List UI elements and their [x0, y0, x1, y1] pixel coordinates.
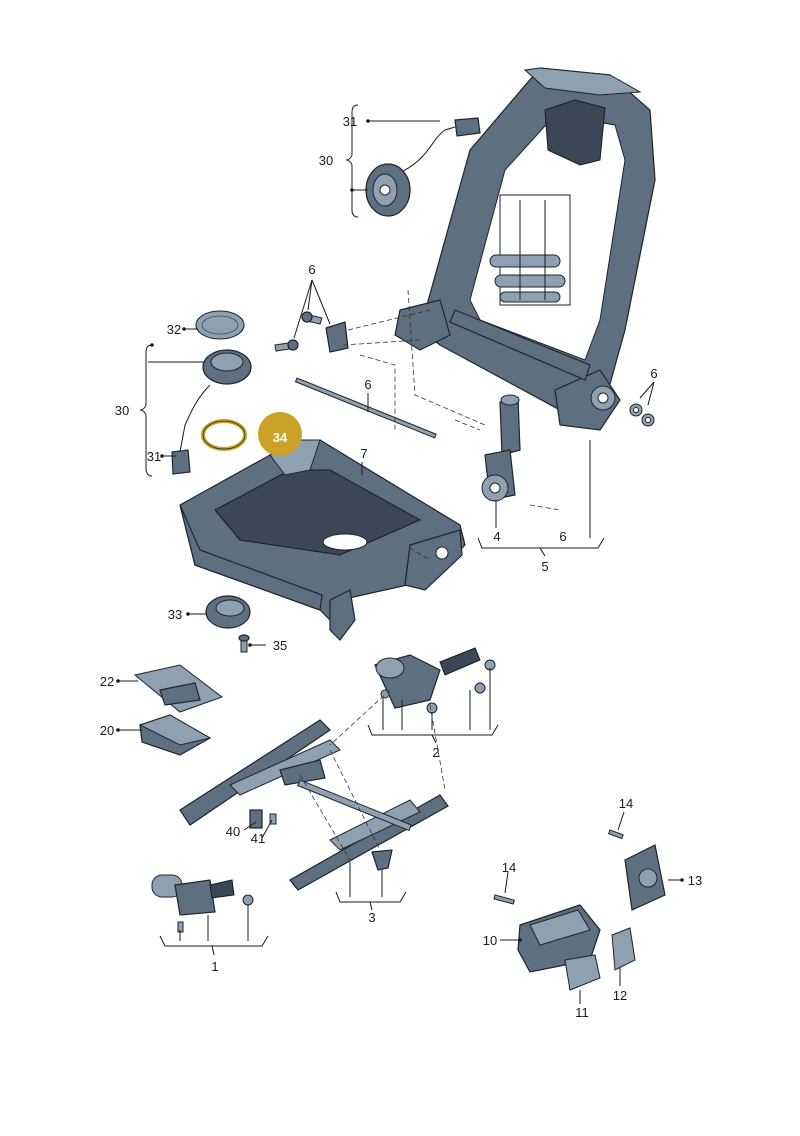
callout-30-left: 30 — [115, 403, 129, 418]
callout-41: 41 — [251, 831, 265, 846]
callout-33: 33 — [168, 607, 182, 622]
callout-30-top: 30 — [319, 153, 333, 168]
highlight-badge-34: 34 — [258, 412, 302, 456]
screw-set-upper — [274, 311, 437, 439]
switch-module-13 — [624, 844, 666, 911]
leader-lines — [116, 104, 684, 1004]
bolt-35 — [238, 634, 250, 653]
small-parts-40-41 — [249, 809, 277, 829]
switch-cap-11 — [564, 954, 601, 991]
callout-13: 13 — [688, 873, 702, 888]
assembly-dash-lines — [299, 289, 561, 861]
callout-6-screws: 6 — [308, 262, 315, 277]
callout-3: 3 — [368, 910, 375, 925]
callout-6-nuts: 6 — [650, 366, 657, 381]
callout-4: 4 — [493, 529, 500, 544]
callout-35: 35 — [273, 638, 287, 653]
ring-gasket — [201, 419, 247, 451]
callout-31-top: 31 — [343, 114, 357, 129]
callout-40: 40 — [226, 824, 240, 839]
callout-11: 11 — [575, 1005, 589, 1020]
badge-label: 34 — [273, 430, 288, 445]
motor-assembly-2 — [374, 647, 496, 714]
callout-31-left: 31 — [147, 449, 161, 464]
callout-32: 32 — [167, 322, 181, 337]
control-unit-20 — [138, 714, 212, 756]
callout-6-rod: 6 — [364, 377, 371, 392]
screw-14-lower — [493, 894, 515, 905]
callout-20: 20 — [100, 723, 114, 738]
seat-back-frame — [394, 67, 656, 431]
nut-pair — [629, 403, 655, 427]
callout-1: 1 — [211, 959, 218, 974]
callout-6-bracket: 6 — [559, 529, 566, 544]
cable-holder — [205, 595, 251, 629]
motor-cover — [195, 310, 245, 340]
callout-14-lower: 14 — [502, 860, 516, 875]
callout-2: 2 — [432, 745, 439, 760]
callout-5: 5 — [541, 559, 548, 574]
callout-10: 10 — [483, 933, 497, 948]
callout-labels: 31 30 6 32 30 31 6 7 6 4 6 5 33 35 22 20… — [100, 114, 702, 1020]
motor-1 — [151, 874, 254, 933]
seat-base-frame — [179, 439, 466, 641]
bracket-22 — [133, 664, 224, 713]
screw-14-upper — [607, 829, 624, 840]
callout-22: 22 — [100, 674, 114, 689]
switch-cap-12 — [611, 927, 636, 971]
callout-7: 7 — [360, 446, 367, 461]
seat-rails — [179, 719, 449, 891]
adjuster-motor-left — [171, 349, 252, 475]
height-adjuster-motor — [481, 394, 521, 502]
lumbar-support — [489, 194, 571, 306]
callout-14-upper: 14 — [619, 796, 633, 811]
callout-12: 12 — [613, 988, 627, 1003]
